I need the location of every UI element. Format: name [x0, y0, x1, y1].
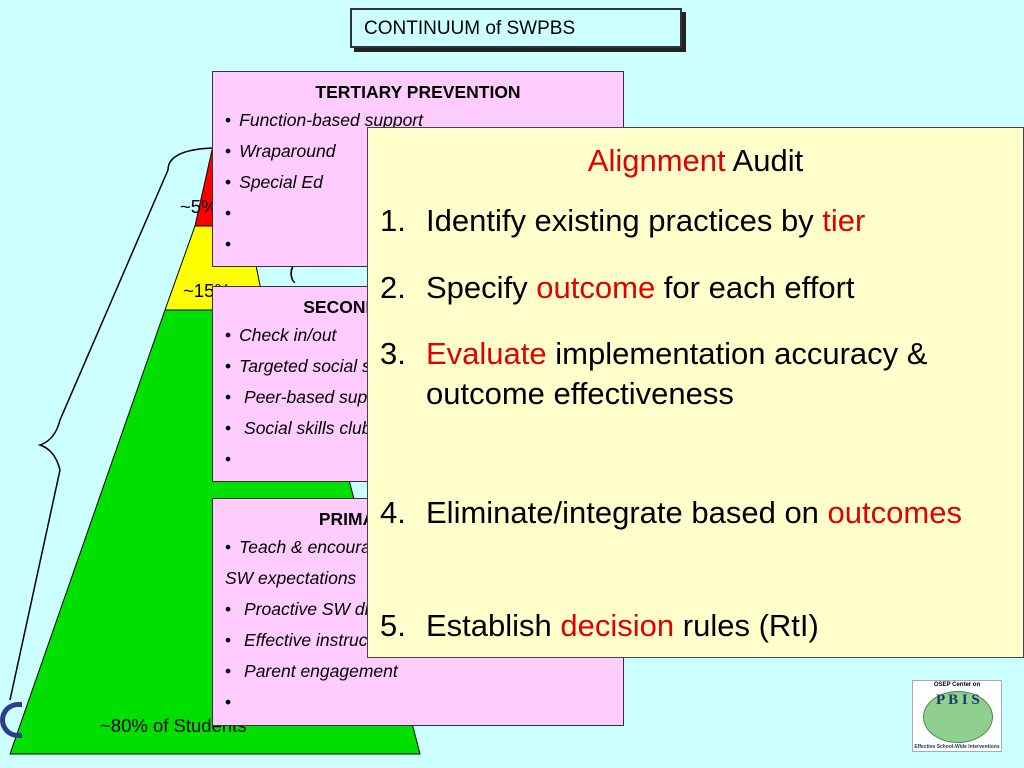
left-curly-brace	[9, 147, 213, 701]
label-top-percent: ~5%	[180, 196, 218, 217]
audit-step: 4. Eliminate/integrate based on outcomes	[380, 495, 962, 530]
tertiary-item: •Function-based support	[225, 110, 424, 130]
primary-item: • Parent engagement	[225, 661, 398, 681]
secondary-item: • Peer-based supports	[225, 387, 407, 407]
partial-logo-c	[0, 702, 22, 738]
audit-step: 3. Evaluate implementation accuracy & ou…	[380, 336, 928, 411]
tertiary-title: TERTIARY PREVENTION	[315, 82, 521, 102]
primary-item: • Effective instruction	[225, 630, 396, 650]
secondary-item: •Targeted social skills	[225, 356, 400, 376]
logo-bottom-text: Effective School-Wide Interventions	[914, 744, 1000, 750]
audit-step: 2. Specify outcome for each effort	[380, 270, 855, 305]
logo-circle	[923, 691, 993, 743]
alignment-audit-box: Alignment Audit 1. Identify existing pra…	[367, 127, 1024, 658]
label-bottom-percent: ~80% of Students	[100, 715, 247, 736]
tertiary-item: •	[225, 203, 232, 223]
secondary-item: •Check in/out	[225, 325, 337, 345]
primary-item: •	[225, 692, 232, 712]
logo-letters: P B I S	[936, 692, 980, 708]
audit-step: 1. Identify existing practices by tier	[380, 203, 866, 238]
secondary-item: • Social skills club	[225, 418, 372, 438]
primary-item: •Teach & encourage	[225, 537, 391, 557]
tertiary-item: •Wraparound	[225, 141, 336, 161]
small-brace: (	[289, 262, 296, 284]
audit-step: 5. Establish decision rules (RtI)	[380, 608, 819, 643]
tertiary-item: •Special Ed	[225, 172, 323, 192]
pbis-logo: OSEP Center on P B I S Effective School-…	[912, 680, 1002, 752]
secondary-item: •	[225, 449, 232, 469]
logo-top-text: OSEP Center on	[933, 682, 981, 688]
audit-heading: Alignment Audit	[587, 143, 804, 178]
slide-title: CONTINUUM of SWPBS	[350, 8, 682, 48]
tertiary-item: •	[225, 234, 232, 254]
primary-item-continued: SW expectations	[225, 568, 357, 588]
